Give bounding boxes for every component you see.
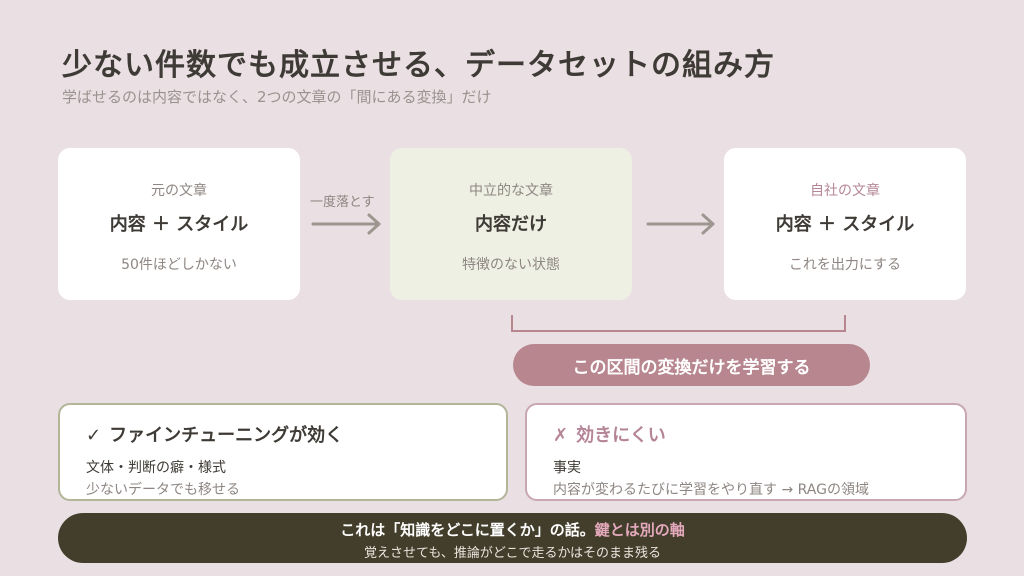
cross-icon: ✗	[553, 425, 569, 446]
company-text-card: 自社の文章 内容 ＋ スタイル これを出力にする	[724, 148, 966, 300]
card-main: 内容 ＋ スタイル	[109, 214, 249, 235]
ineffective-line1: 事実	[553, 460, 581, 476]
card-label: 中立的な文章	[469, 183, 553, 199]
footer-main: これは「知識をどこに置くか」の話。鍵とは別の軸	[58, 519, 967, 540]
effective-line1: 文体・判断の癖・様式	[86, 460, 226, 476]
bracket-connector	[511, 315, 846, 332]
page-subtitle: 学ばせるのは内容ではなく、2つの文章の「間にある変換」だけ	[62, 88, 492, 106]
ineffective-heading: ✗ 効きにくい	[553, 421, 939, 447]
ineffective-line2: 内容が変わるたびに学習をやり直す → RAGの領域	[553, 482, 869, 498]
original-text-card: 元の文章 内容 ＋ スタイル 50件ほどしかない	[58, 148, 300, 300]
footer-sub: 覚えさせても、推論がどこで走るかはそのまま残る	[363, 546, 662, 561]
effective-box: ✓ ファインチューニングが効く 文体・判断の癖・様式 少ないデータでも移せる	[58, 403, 508, 501]
card-desc: 特徴のない状態	[462, 257, 560, 273]
learn-segment-pill: この区間の変換だけを学習する	[513, 344, 870, 386]
arrow-right-icon	[646, 213, 715, 235]
check-icon: ✓	[86, 425, 102, 446]
card-label: 元の文章	[151, 183, 207, 199]
card-main: 内容だけ	[475, 214, 547, 235]
arrow-right-icon	[311, 213, 381, 235]
effective-title: ファインチューニングが効く	[109, 425, 344, 446]
arrow-label: 一度落とす	[310, 195, 375, 210]
page-title: 少ない件数でも成立させる、データセットの組み方	[62, 48, 775, 83]
neutral-text-card: 中立的な文章 内容だけ 特徴のない状態	[390, 148, 632, 300]
footer-banner: これは「知識をどこに置くか」の話。鍵とは別の軸 覚えさせても、推論がどこで走るか…	[58, 513, 967, 563]
effective-line2: 少ないデータでも移せる	[86, 482, 240, 498]
ineffective-title: 効きにくい	[576, 425, 666, 446]
card-desc: 50件ほどしかない	[121, 257, 237, 273]
footer-main-text: これは「知識をどこに置くか」の話。	[340, 521, 595, 539]
footer-accent-text: 鍵とは別の軸	[594, 521, 685, 539]
effective-heading: ✓ ファインチューニングが効く	[86, 421, 480, 447]
ineffective-box: ✗ 効きにくい 事実 内容が変わるたびに学習をやり直す → RAGの領域	[525, 403, 967, 501]
card-main: 内容 ＋ スタイル	[775, 214, 915, 235]
card-desc: これを出力にする	[788, 257, 902, 273]
card-label: 自社の文章	[810, 183, 880, 199]
